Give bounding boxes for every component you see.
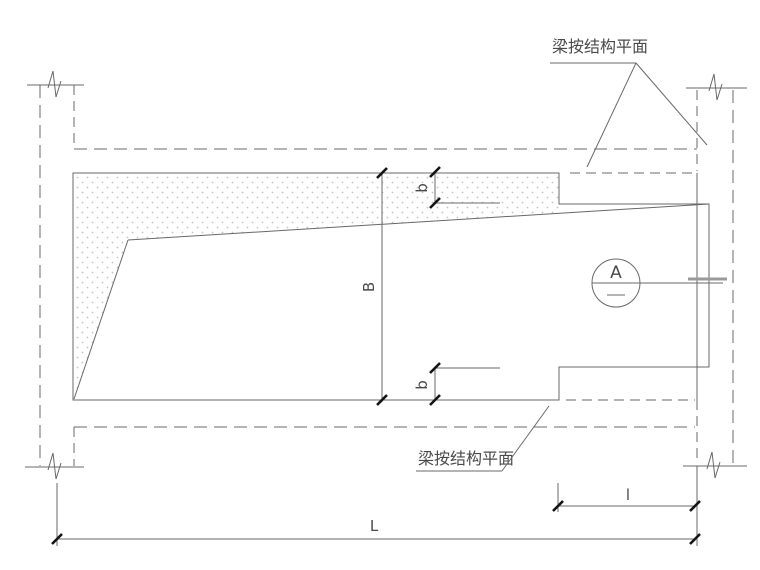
note-bottom-text: 梁按结构平面 bbox=[418, 449, 514, 468]
taper-line-left bbox=[73, 239, 129, 400]
note-top: 梁按结构平面 bbox=[550, 37, 708, 168]
dim-L-label: L bbox=[370, 517, 379, 535]
dim-b-bottom: b bbox=[413, 362, 500, 406]
dim-L: L bbox=[51, 466, 701, 546]
break-mark-top-left bbox=[27, 70, 84, 98]
dim-b-bottom-label: b bbox=[413, 380, 431, 390]
dim-b-top-label: b bbox=[413, 183, 431, 193]
break-mark-bottom-right bbox=[683, 451, 747, 479]
break-mark-top-right bbox=[686, 73, 747, 101]
dim-b-top: b bbox=[413, 166, 500, 209]
taper-line-top bbox=[127, 203, 710, 241]
dim-B: B bbox=[360, 167, 388, 406]
dim-B-label: B bbox=[360, 282, 378, 292]
detail-marker-label: A bbox=[610, 263, 622, 283]
slab-outline bbox=[72, 172, 710, 401]
note-top-leader-left bbox=[586, 62, 637, 168]
note-bottom: 梁按结构平面 bbox=[416, 405, 550, 472]
note-top-leader-right bbox=[635, 62, 708, 146]
break-mark-bottom-left bbox=[25, 452, 84, 480]
dim-l: l bbox=[552, 483, 701, 512]
note-bottom-leader bbox=[501, 405, 550, 472]
slab-band-hatch bbox=[73, 173, 559, 399]
detail-marker-A: A bbox=[591, 258, 727, 308]
hidden-beam-lines bbox=[39, 85, 734, 466]
note-top-text: 梁按结构平面 bbox=[552, 37, 648, 56]
dim-l-label: l bbox=[626, 486, 630, 504]
